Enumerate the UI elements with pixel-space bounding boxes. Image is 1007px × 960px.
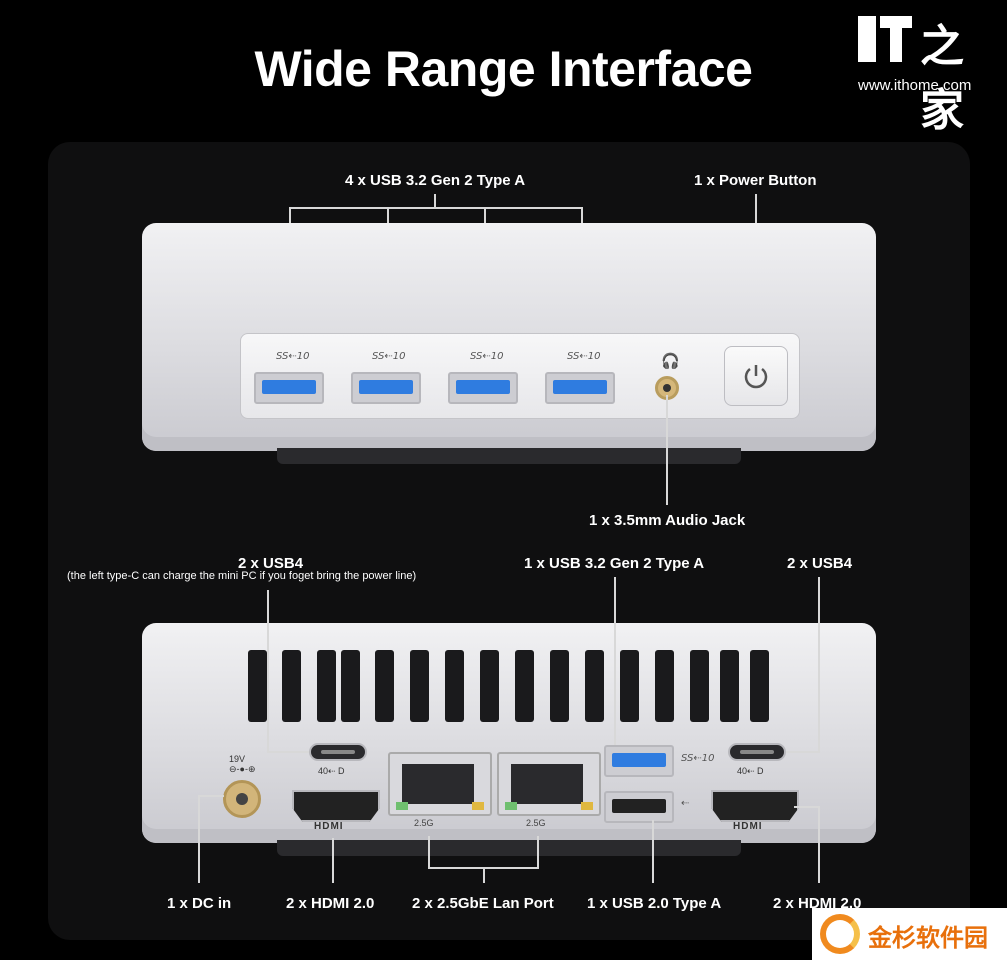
ss-mark: SS⇠10 [470, 351, 504, 362]
lan-mark: 2.5G [526, 818, 546, 828]
callout-line [614, 577, 616, 747]
device-foot [277, 840, 741, 856]
front-usb-a-label: 4 x USB 3.2 Gen 2 Type A [345, 172, 526, 189]
ss-mark: SS⇠10 [372, 351, 406, 362]
watermark-text: 金杉软件园 [868, 924, 988, 952]
ss-mark: SS⇠10 [681, 753, 715, 764]
lan-port [388, 752, 492, 816]
callout-line [818, 577, 820, 752]
front-port-panel [240, 333, 800, 419]
hdmi-mark: HDMI [314, 821, 344, 832]
ss-mark: SS⇠10 [276, 351, 310, 362]
logo-chinese-text: 之家 [920, 21, 964, 136]
device-foot [277, 448, 741, 464]
usb-2-0-port [604, 791, 674, 823]
power-icon [744, 365, 768, 389]
usb-a-port [351, 372, 421, 404]
usb-a-port [448, 372, 518, 404]
watermark-logo-icon [820, 914, 860, 954]
callout-line [537, 836, 539, 868]
callout-line [794, 806, 820, 808]
usb32-label: 1 x USB 3.2 Gen 2 Type A [524, 555, 705, 572]
usb-icon: ⇠ [681, 798, 690, 809]
callout-line [289, 207, 583, 209]
power-button-label: 1 x Power Button [694, 172, 817, 189]
usbc-mark: 40⇠ D [737, 766, 764, 776]
dc-voltage-mark: 19V [229, 754, 246, 764]
callout-line [782, 751, 820, 753]
logo-url: www.ithome.com [858, 77, 972, 94]
usb20-label: 1 x USB 2.0 Type A [587, 895, 722, 912]
callout-line [198, 795, 224, 797]
callout-line [332, 838, 334, 883]
hdmi-left-label: 2 x HDMI 2.0 [286, 895, 375, 912]
lan-mark: 2.5G [414, 818, 434, 828]
hdmi-port [711, 790, 799, 822]
hdmi-port [292, 790, 380, 822]
usb-c-port [728, 743, 786, 761]
dc-in-label: 1 x DC in [167, 895, 232, 912]
usb4-left-note: (the left type-C can charge the mini PC … [67, 570, 417, 582]
usb-a-port [545, 372, 615, 404]
usb-c-port [309, 743, 367, 761]
callout-line [198, 795, 200, 883]
dc-polarity-icon: ⊖-●-⊕ [229, 764, 256, 774]
callout-line [652, 820, 654, 883]
usbc-mark: 40⇠ D [318, 766, 345, 776]
lan-port [497, 752, 601, 816]
usb4-right-label: 2 x USB4 [787, 555, 853, 572]
callout-line [818, 806, 820, 883]
callout-line [428, 836, 430, 868]
it-logo-icon [858, 16, 914, 66]
power-button [724, 346, 788, 406]
callout-line [434, 194, 436, 208]
lan-label: 2 x 2.5GbE Lan Port [412, 895, 554, 912]
usb-3-2-port [604, 745, 674, 777]
usb4-left-label: 2 x USB4 [238, 555, 304, 572]
page-title: Wide Range Interface [254, 41, 753, 97]
ss-mark: SS⇠10 [567, 351, 601, 362]
callout-line [267, 590, 269, 752]
hdmi-mark: HDMI [733, 821, 763, 832]
usb-a-port [254, 372, 324, 404]
callout-line [483, 867, 485, 883]
audio-jack-label: 1 x 3.5mm Audio Jack [589, 512, 746, 529]
dc-in-port [223, 780, 261, 818]
headset-icon: 🎧 [661, 353, 680, 370]
hdmi-right-label: 2 x HDMI 2.0 [773, 895, 862, 912]
callout-line [267, 751, 309, 753]
watermark: 金杉软件园 [812, 908, 1007, 960]
callout-line [666, 395, 668, 505]
